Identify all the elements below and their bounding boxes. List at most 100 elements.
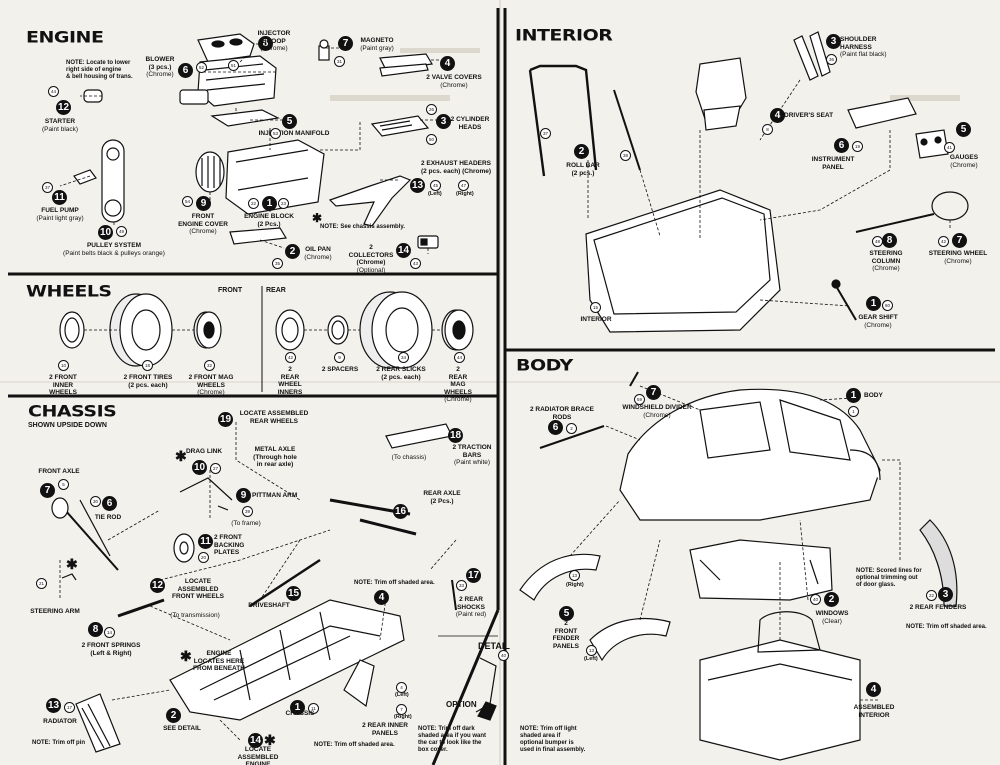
part-number: 9	[334, 352, 345, 363]
part-number: 2	[566, 423, 577, 434]
part-number: 50	[426, 134, 437, 145]
label-locate-rear-wheels: LOCATE ASSEMBLED REAR WHEELS	[239, 410, 309, 425]
part-number: 27	[210, 463, 221, 474]
part-number: 8	[762, 124, 773, 135]
svg-text:✱: ✱	[66, 556, 78, 572]
step-number: 1	[262, 196, 277, 211]
part-number: 22	[926, 590, 937, 601]
note-starter: NOTE: Locate to lower right side of engi…	[66, 60, 133, 80]
step-number: 7	[646, 385, 661, 400]
engine-leaders	[59, 43, 440, 254]
interior-drawing	[528, 31, 969, 333]
part-number: 20	[198, 552, 209, 563]
label-front-backing-plates: 2 FRONT BACKING PLATES	[214, 534, 245, 556]
label-right: (Right)	[566, 582, 584, 588]
label-fuel-pump: FUEL PUMP(Paint light gray)	[36, 207, 84, 222]
label-to-transmission: (To transmission)	[170, 612, 220, 619]
step-number: 18	[448, 428, 463, 443]
step-number: 6	[834, 138, 849, 153]
part-number: 51	[228, 60, 239, 71]
label-injection-manifold: INJECTION MANIFOLD	[258, 130, 330, 137]
note-detail-right: NOTE: Trim off light shaded area if opti…	[520, 726, 586, 753]
step-number: 3	[436, 114, 451, 129]
part-number: 7	[396, 704, 407, 715]
part-number: 14	[104, 627, 115, 638]
label-locate-engine: LOCATE ASSEMBLED ENGINE	[237, 746, 279, 765]
part-number: 44	[48, 86, 59, 97]
step-number: 13	[46, 698, 61, 713]
part-number: 5	[58, 479, 69, 490]
step-number: 4	[374, 590, 389, 605]
label-rear-wheel-inners: 2 REAR WHEEL INNERS	[277, 366, 303, 396]
part-number: 21	[36, 578, 47, 589]
label-collectors: 2 COLLECTORS (Chrome)(Optional)	[348, 244, 394, 274]
label-front-fender-panels: 2 FRONT FENDER PANELS	[552, 620, 580, 650]
label-front-springs: 2 FRONT SPRINGS (Left & Right)	[81, 642, 141, 657]
label-front-mag-wheels: 2 FRONT MAG WHEELS(Chrome)	[188, 374, 234, 396]
label-rear-inner-panels: 2 REAR INNER PANELS	[362, 722, 408, 737]
step-number: 11	[198, 534, 213, 549]
part-number: 49	[116, 226, 127, 237]
label-steering-column: STEERING COLUMN(Chrome)	[869, 250, 903, 272]
label-left: (Left)	[395, 692, 409, 698]
label-pulley-system: PULLEY SYSTEM(Paint belts black & pulley…	[63, 242, 165, 257]
label-rear-axle: REAR AXLE (2 Pcs.)	[423, 490, 461, 505]
part-number: 35	[272, 258, 283, 269]
part-number: 10	[58, 360, 69, 371]
label-blower: BLOWER (3 pcs.)(Chrome)	[145, 56, 175, 78]
note-trim-shaded-body: NOTE: Trim off shaded area.	[906, 624, 987, 630]
wheels-heading: WHEELS	[26, 282, 112, 301]
part-number: 42	[285, 352, 296, 363]
part-number: 11	[308, 703, 319, 714]
wheels-drawing	[59, 291, 474, 369]
step-number: 2	[166, 708, 181, 723]
step-number: 4	[866, 682, 881, 697]
step-number: 1	[846, 388, 861, 403]
step-number: 2	[824, 592, 839, 607]
label-drag-link: DRAG LINK	[185, 448, 223, 455]
label-oil-pan: OIL PAN(Chrome)	[304, 246, 332, 261]
note-scored-lines: NOTE: Scored lines for optional trimming…	[856, 568, 922, 588]
part-number: 59	[634, 394, 645, 405]
step-number: 15	[286, 586, 301, 601]
step-number: 6	[178, 63, 193, 78]
step-number: 3	[826, 34, 841, 49]
label-driveshaft: DRIVESHAFT	[248, 602, 290, 609]
step-number: 11	[52, 190, 67, 205]
label-interior: INTERIOR	[580, 316, 612, 323]
label-gauges: GAUGES(Chrome)	[949, 154, 979, 169]
step-number: 2	[285, 244, 300, 259]
step-number: 12	[150, 578, 165, 593]
part-number: 19	[852, 141, 863, 152]
label-engine-block: ENGINE BLOCK (2 Pcs.)	[244, 213, 294, 228]
label-left: (Left)	[428, 191, 442, 197]
label-valve-covers: 2 VALVE COVERS(Chrome)	[426, 74, 482, 89]
part-number: 39	[242, 506, 253, 517]
label-injector-scoop: INJECTOR SCOOP(Chrome)	[257, 30, 291, 52]
part-number: 43	[410, 258, 421, 269]
label-rear-fenders: 2 REAR FENDERS	[909, 604, 967, 611]
label-radiator: RADIATOR	[43, 718, 77, 725]
label-steering-wheel: STEERING WHEEL(Chrome)	[928, 250, 988, 265]
part-number: 4	[396, 682, 407, 693]
part-number: 41	[944, 142, 955, 153]
step-number: 17	[466, 568, 481, 583]
step-number: 3	[938, 587, 953, 602]
part-number: 23	[278, 198, 289, 209]
step-number: 14	[396, 243, 411, 258]
label-exhaust-headers: 2 EXHAUST HEADERS (2 pcs. each) (Chrome)	[420, 160, 492, 175]
part-number: 31	[334, 56, 345, 67]
part-number: 53	[270, 128, 281, 139]
label-shoulder-harness: SHOULDER HARNESS(Paint flat black)	[840, 36, 887, 58]
label-cylinder-heads: 2 CYLINDER HEADS	[450, 116, 490, 131]
part-number: 37	[42, 182, 53, 193]
part-number: 45	[430, 180, 441, 191]
label-body: BODY	[864, 392, 883, 399]
wheels-rear-label: REAR	[266, 287, 286, 294]
part-number: 54	[182, 196, 193, 207]
note-detail-left: NOTE: Trim off dark shaded area if you w…	[418, 726, 487, 753]
label-front-engine-cover: FRONT ENGINE COVER(Chrome)	[178, 213, 228, 235]
label-assembled-interior: ASSEMBLED INTERIOR	[853, 704, 895, 719]
